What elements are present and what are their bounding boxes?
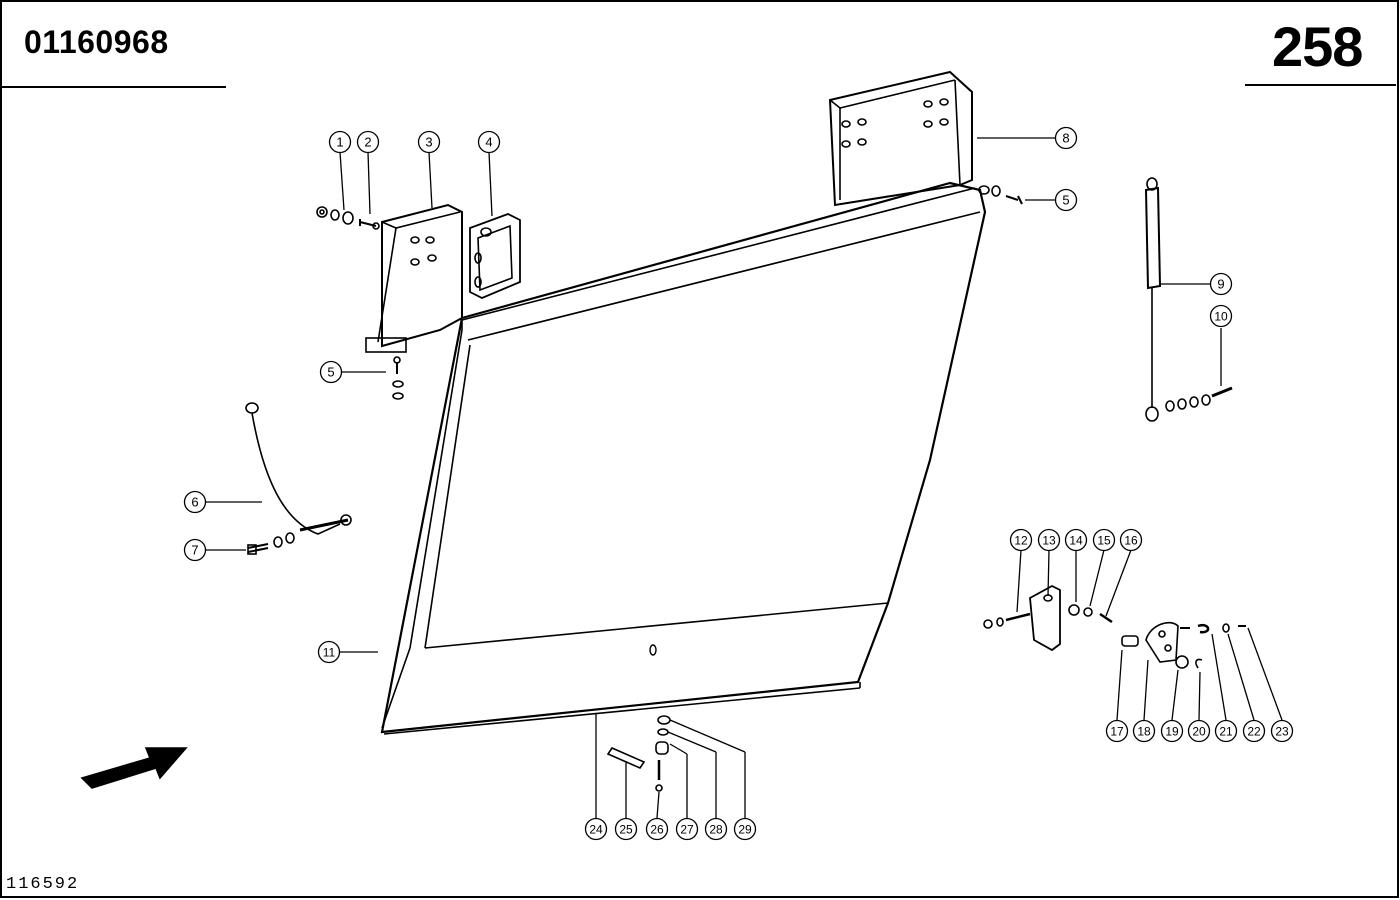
callout-number: 18 bbox=[1137, 725, 1151, 739]
callout-21: 21 bbox=[1214, 719, 1238, 743]
callout-10: 10 bbox=[1209, 304, 1233, 328]
callout-number: 2 bbox=[364, 135, 371, 150]
restraint-cable bbox=[245, 402, 352, 535]
callout-27: 27 bbox=[675, 817, 699, 841]
callout-15: 15 bbox=[1092, 528, 1116, 552]
latch-bracket bbox=[469, 213, 521, 299]
callout-number: 14 bbox=[1069, 534, 1083, 548]
latch-assembly bbox=[983, 584, 1246, 669]
cover-panel bbox=[380, 181, 987, 735]
callout-number: 11 bbox=[323, 646, 336, 660]
callout-22: 22 bbox=[1242, 719, 1266, 743]
callout-number: 5 bbox=[1062, 193, 1069, 208]
callout-number: 13 bbox=[1042, 534, 1056, 548]
callout-11: 11 bbox=[317, 640, 341, 664]
callout-20: 20 bbox=[1187, 719, 1211, 743]
callout-29: 29 bbox=[733, 817, 757, 841]
callout-19: 19 bbox=[1160, 719, 1184, 743]
callout-7: 7 bbox=[183, 538, 207, 562]
callout-26: 26 bbox=[645, 817, 669, 841]
callout-number: 27 bbox=[680, 823, 694, 837]
fasteners-5-lower bbox=[392, 356, 404, 400]
page-number: 258 bbox=[1272, 15, 1363, 78]
callout-number: 17 bbox=[1110, 725, 1124, 739]
callout-number: 25 bbox=[619, 823, 633, 837]
fasteners-7 bbox=[247, 532, 295, 555]
bracket-left bbox=[365, 203, 463, 353]
callout-9: 9 bbox=[1209, 272, 1233, 296]
callout-number: 23 bbox=[1275, 725, 1289, 739]
callout-number: 19 bbox=[1165, 725, 1179, 739]
callout-6: 6 bbox=[183, 490, 207, 514]
bottom-hardware bbox=[606, 715, 671, 792]
callout-18: 18 bbox=[1132, 719, 1156, 743]
callout-number: 20 bbox=[1192, 725, 1206, 739]
callout-number: 28 bbox=[709, 823, 723, 837]
callout-number: 9 bbox=[1217, 277, 1224, 292]
callout-number: 6 bbox=[191, 495, 198, 510]
callout-number: 24 bbox=[589, 823, 603, 837]
bracket-right bbox=[828, 70, 973, 207]
callout-14: 14 bbox=[1064, 528, 1088, 552]
callout-2: 2 bbox=[356, 130, 380, 154]
callout-16: 16 bbox=[1119, 528, 1143, 552]
callout-1: 1 bbox=[328, 130, 352, 154]
fasteners-1-2 bbox=[316, 206, 380, 230]
callout-number: 10 bbox=[1214, 310, 1228, 324]
callout-3: 3 bbox=[417, 130, 441, 154]
callout-5: 5 bbox=[1054, 188, 1078, 212]
callout-number: 15 bbox=[1097, 534, 1111, 548]
callout-28: 28 bbox=[704, 817, 728, 841]
callout-number: 22 bbox=[1247, 725, 1261, 739]
callout-4: 4 bbox=[477, 130, 501, 154]
callout-25: 25 bbox=[614, 817, 638, 841]
callout-number: 21 bbox=[1219, 725, 1233, 739]
fasteners-5-upper bbox=[978, 185, 1023, 205]
callout-24: 24 bbox=[584, 817, 608, 841]
callout-5: 5 bbox=[319, 360, 343, 384]
callout-number: 7 bbox=[191, 543, 198, 558]
drawing-id: 116592 bbox=[6, 875, 80, 894]
direction-arrow bbox=[80, 747, 188, 789]
callout-number: 8 bbox=[1062, 131, 1069, 146]
callout-23: 23 bbox=[1270, 719, 1294, 743]
gas-strut bbox=[1144, 177, 1233, 422]
callout-number: 3 bbox=[425, 135, 432, 150]
leader-lines bbox=[206, 137, 1283, 819]
callout-12: 12 bbox=[1009, 528, 1033, 552]
callout-13: 13 bbox=[1037, 528, 1061, 552]
callout-number: 16 bbox=[1124, 534, 1138, 548]
callout-number: 4 bbox=[485, 135, 492, 150]
document-number: 01160968 bbox=[24, 24, 169, 60]
callout-number: 29 bbox=[738, 823, 752, 837]
callout-number: 12 bbox=[1014, 534, 1028, 548]
callout-number: 26 bbox=[650, 823, 664, 837]
callout-8: 8 bbox=[1054, 126, 1078, 150]
callout-number: 1 bbox=[336, 135, 343, 150]
callout-17: 17 bbox=[1105, 719, 1129, 743]
callout-number: 5 bbox=[327, 365, 334, 380]
